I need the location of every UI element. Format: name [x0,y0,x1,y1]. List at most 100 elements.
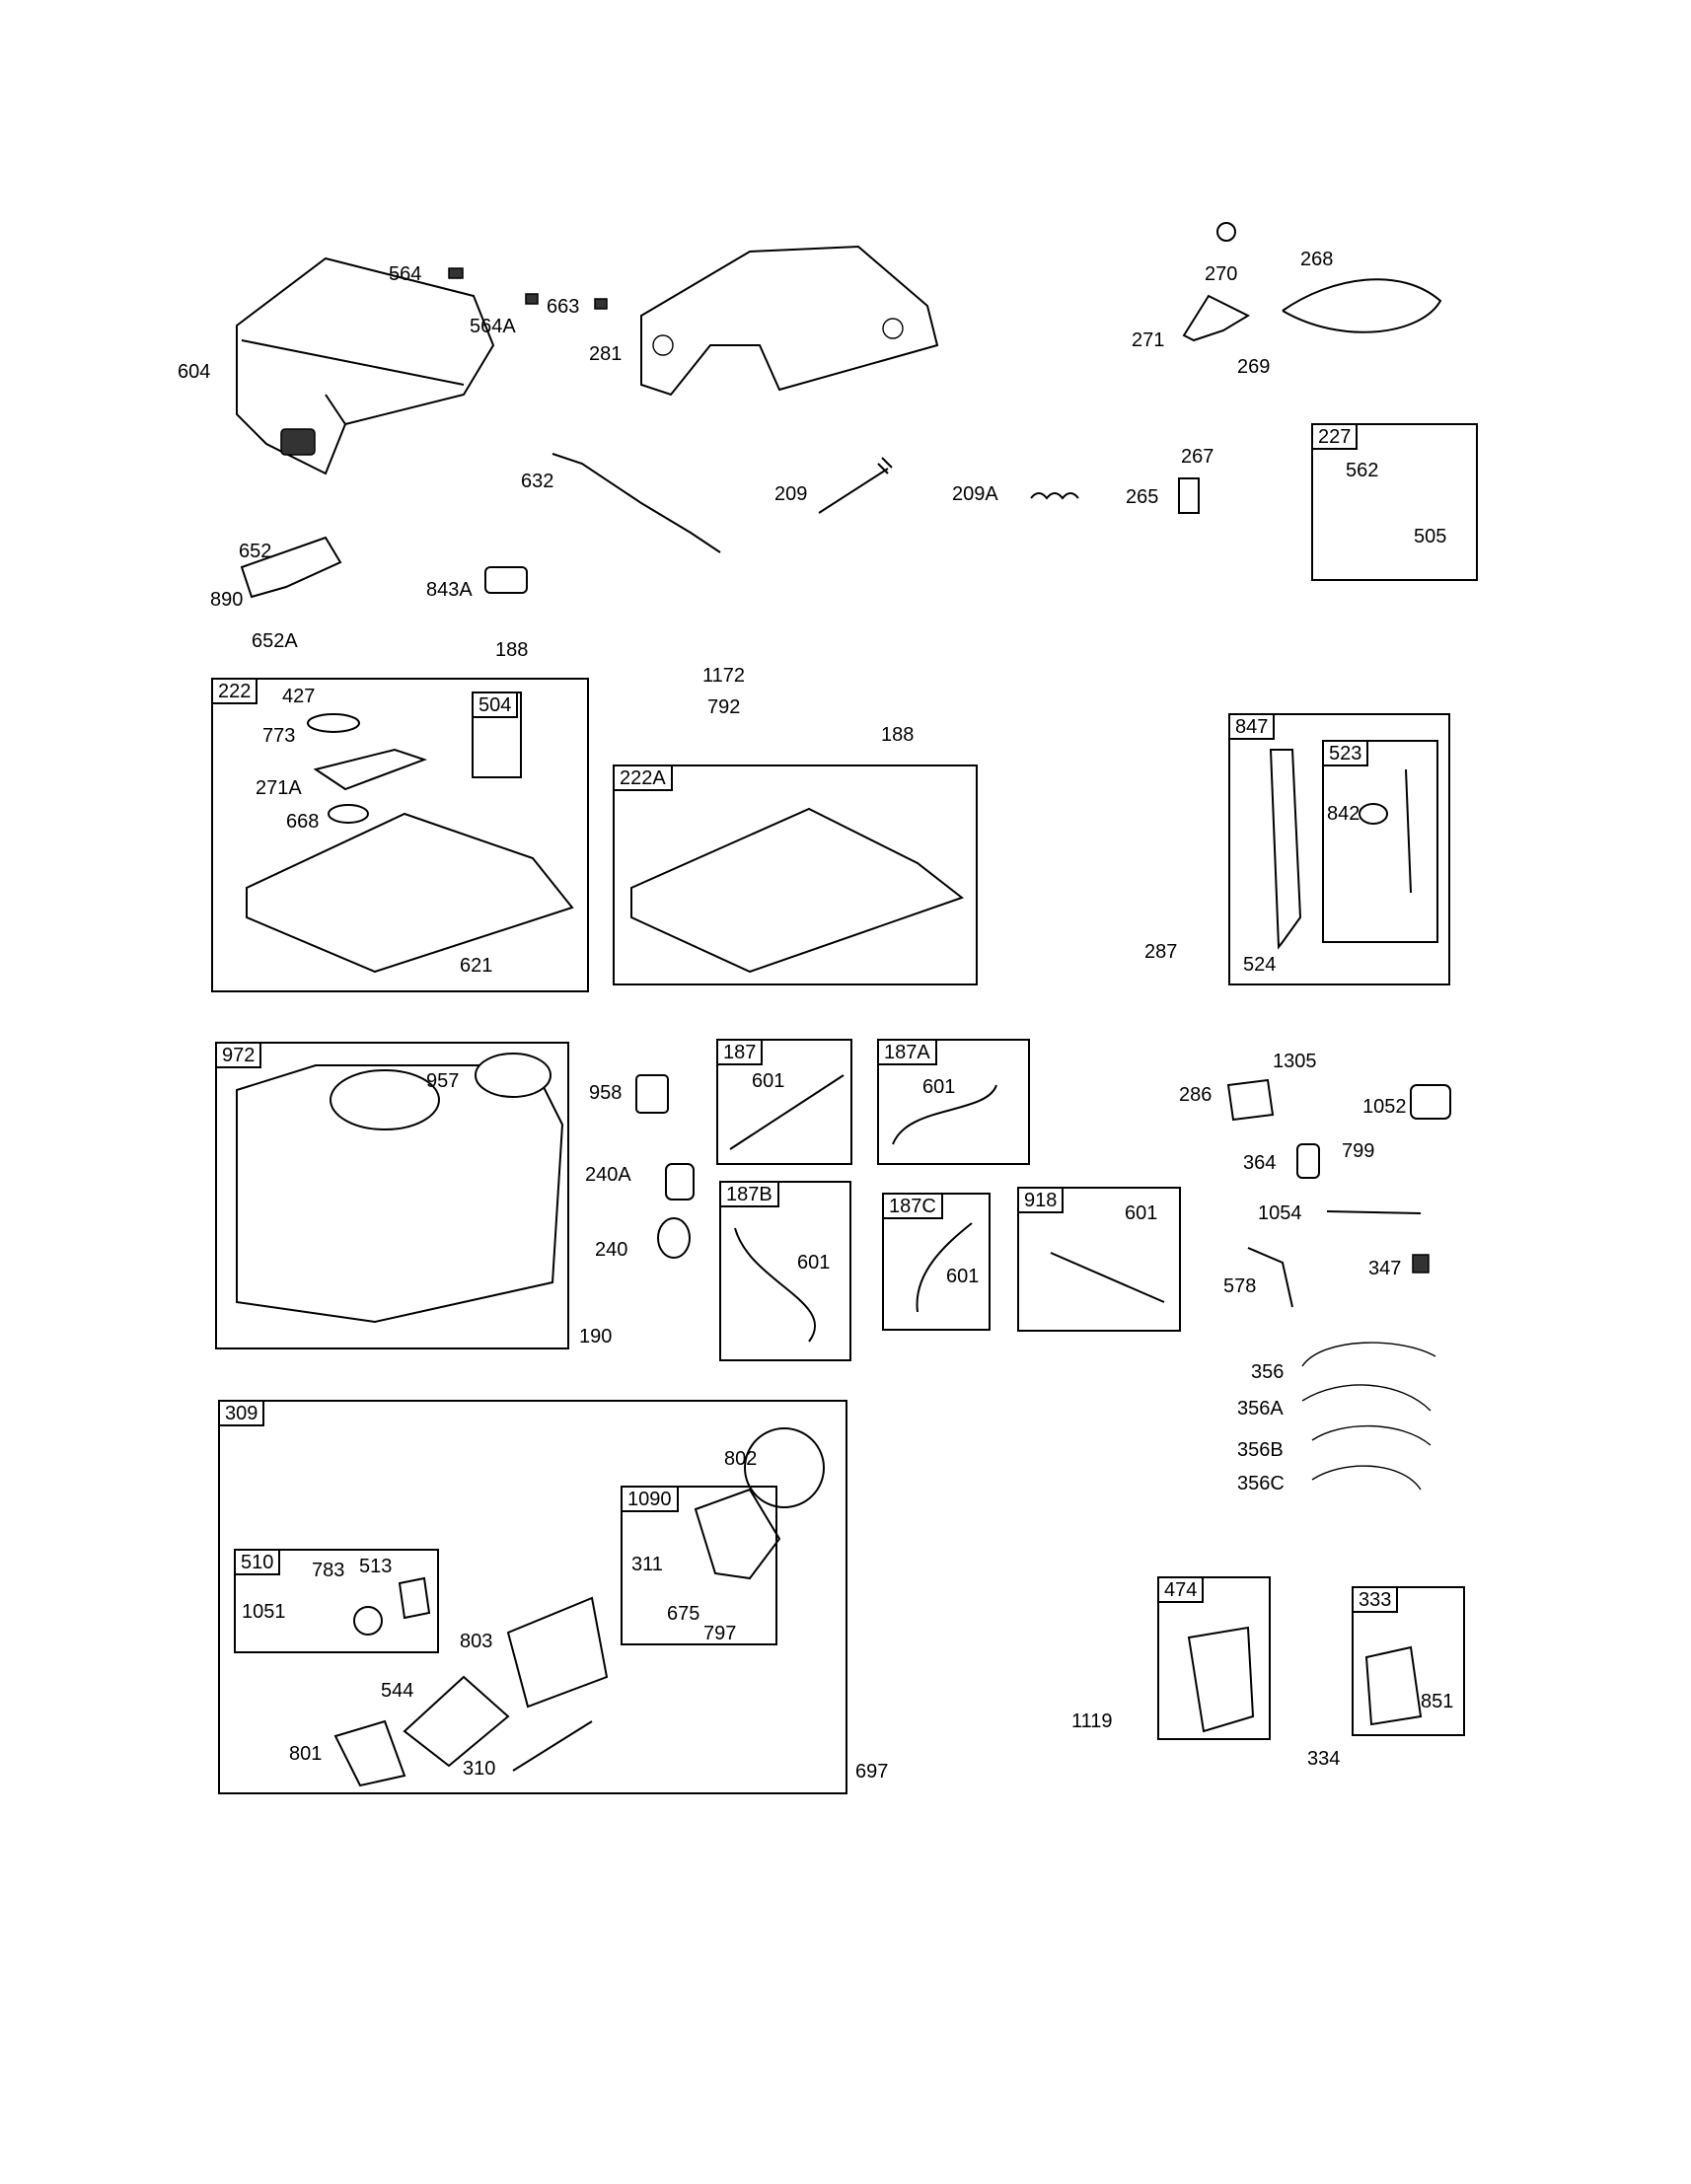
callout-601-187C: 601 [946,1266,980,1287]
part-843A [484,566,528,594]
callout-675: 675 [667,1603,700,1625]
callout-601-187B: 601 [797,1252,831,1274]
group-tag-847: 847 [1228,713,1276,740]
callout-240A: 240A [585,1164,631,1186]
callout-851: 851 [1421,1691,1454,1712]
callout-601-918: 601 [1125,1202,1158,1224]
callout-505: 505 [1414,526,1447,547]
callout-281: 281 [589,343,623,365]
callout-843A: 843A [426,579,473,601]
part-222-base [246,713,574,974]
callout-621: 621 [460,955,493,977]
group-box-227: 227 [1311,423,1478,581]
harness-356 [1301,1342,1436,1367]
part-513 [398,1576,431,1620]
part-783 [353,1606,383,1636]
group-box-187C: 187C [882,1193,991,1331]
group-box-1090: 1090 [621,1486,777,1645]
part-957-cap [475,1053,551,1098]
part-958-valve [635,1074,669,1114]
hose-187 [729,1074,845,1150]
group-box-187A: 187A [877,1039,1030,1165]
callout-564: 564 [389,263,422,285]
group-box-474: 474 [1157,1576,1271,1740]
callout-356C: 356C [1237,1473,1285,1494]
callout-601-187A: 601 [922,1076,956,1098]
part-578 [1247,1247,1293,1308]
callout-364: 364 [1243,1152,1277,1174]
callout-1119: 1119 [1071,1711,1113,1732]
callout-601-187: 601 [752,1070,785,1092]
group-box-309: 309 [218,1400,847,1794]
group-box-918: 918 [1017,1187,1181,1332]
callout-268: 268 [1300,249,1334,270]
part-632-link [551,453,721,553]
callout-890: 890 [210,589,244,611]
part-523-dipstick [1405,768,1412,894]
callout-578: 578 [1223,1275,1257,1297]
part-209-spring [818,457,893,514]
callout-783: 783 [312,1560,345,1581]
part-347 [1412,1254,1430,1274]
group-tag-474: 474 [1157,1576,1205,1603]
callout-240: 240 [595,1239,628,1261]
callout-842: 842 [1327,803,1360,825]
callout-1305: 1305 [1273,1051,1317,1072]
callout-311: 311 [631,1554,663,1575]
callout-958: 958 [589,1082,623,1104]
part-604-shroud [236,256,495,475]
callout-1054: 1054 [1258,1202,1302,1224]
callout-632: 632 [521,471,554,492]
part-847-tube [1269,749,1302,950]
callout-604: 604 [178,361,211,383]
part-271-268 [1182,222,1442,342]
harness-356C [1311,1465,1422,1491]
group-box-523: 523 [1322,740,1438,943]
group-tag-187: 187 [716,1039,764,1065]
callout-190: 190 [579,1326,613,1347]
part-1052 [1410,1084,1451,1120]
part-333-coil [1364,1645,1423,1726]
callout-356: 356 [1251,1361,1285,1383]
part-240-filter [657,1217,691,1259]
group-tag-187A: 187A [877,1039,937,1065]
group-tag-504: 504 [472,692,519,718]
part-890-bracket [240,536,342,599]
group-tag-333: 333 [1352,1586,1399,1613]
callout-562: 562 [1346,460,1379,481]
group-tag-227: 227 [1311,423,1359,450]
callout-287: 287 [1144,941,1178,963]
group-box-972: 972 [215,1042,569,1349]
callout-773: 773 [262,725,296,747]
callout-544: 544 [381,1680,414,1702]
hose-187B [734,1227,817,1343]
group-box-504: 504 [472,692,522,778]
group-box-222A: 222A [613,764,978,985]
group-tag-523: 523 [1322,740,1369,766]
group-tag-972: 972 [215,1042,262,1068]
part-474-coil [1187,1626,1255,1733]
callout-427: 427 [282,686,316,707]
callout-270: 270 [1205,263,1238,285]
callout-801: 801 [289,1743,323,1765]
callout-356B: 356B [1237,1439,1284,1461]
part-310-bolt [512,1720,593,1772]
group-box-187B: 187B [719,1181,851,1361]
part-802-plate [744,1427,825,1508]
callout-957: 957 [426,1070,460,1092]
part-801-cap [333,1719,406,1787]
group-box-333: 333 [1352,1586,1465,1736]
callout-347: 347 [1368,1258,1402,1279]
callout-802: 802 [724,1448,758,1470]
group-tag-222: 222 [211,678,258,704]
callout-286: 286 [1179,1084,1213,1106]
part-209A-spring [1030,492,1079,500]
group-box-847: 847 [1228,713,1450,985]
group-box-510: 510 [234,1549,439,1653]
callout-1172: 1172 [702,665,746,687]
callout-797: 797 [703,1623,737,1644]
group-box-222: 222 [211,678,589,992]
callout-799: 799 [1342,1140,1375,1162]
callout-663: 663 [547,296,580,318]
